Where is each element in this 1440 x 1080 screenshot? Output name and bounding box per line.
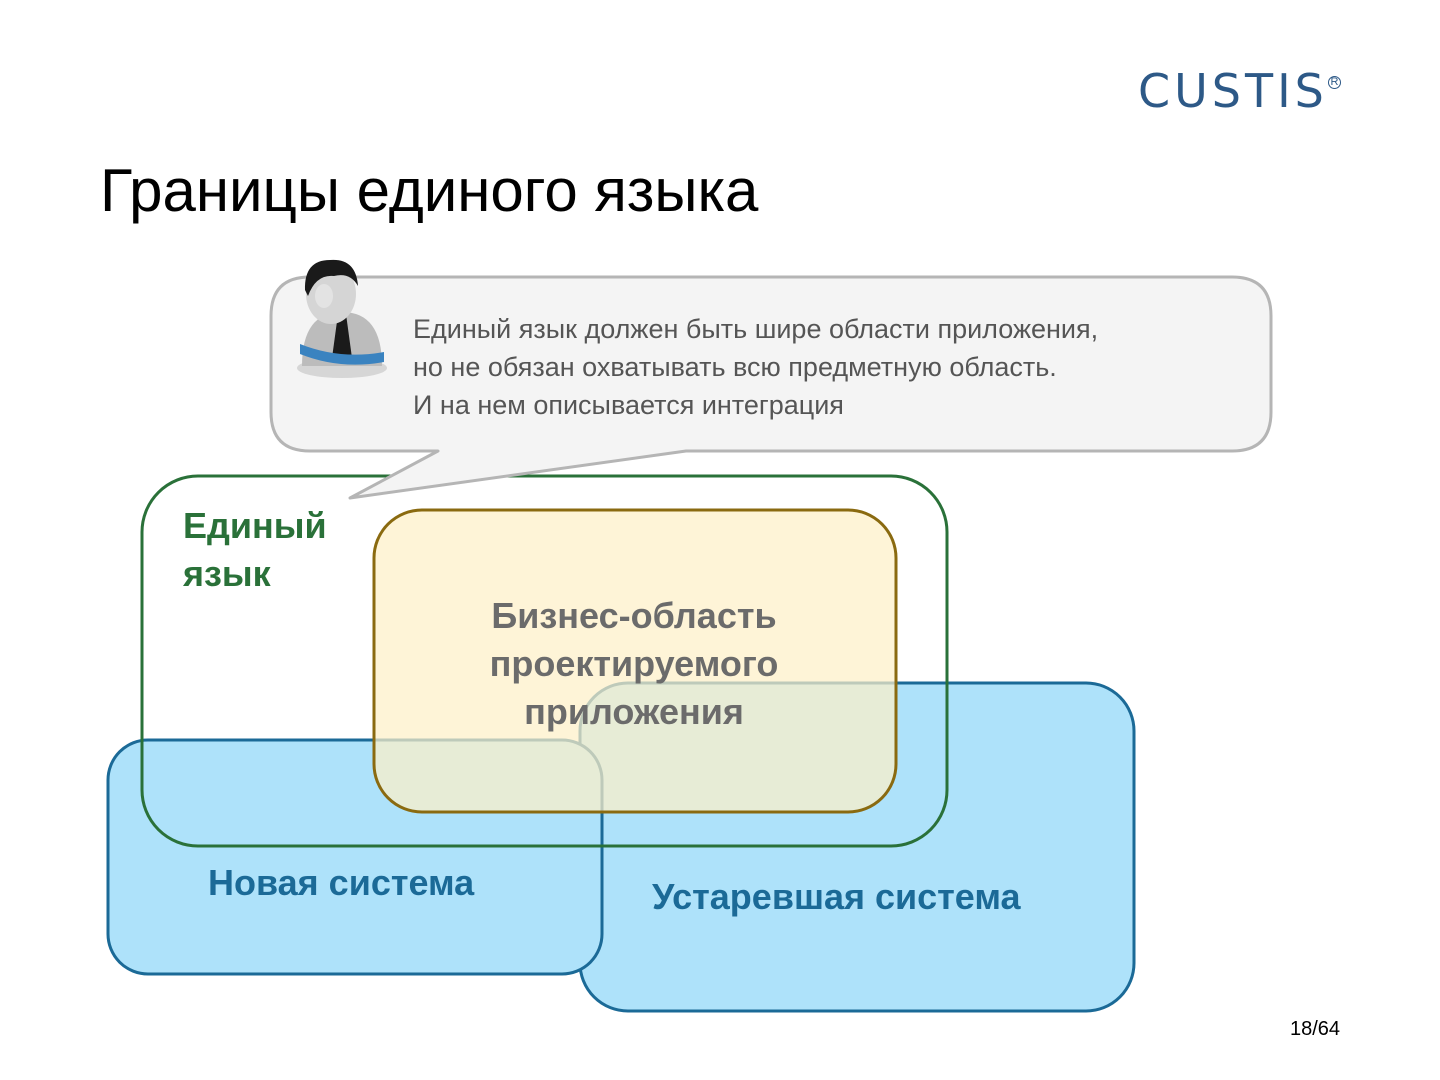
page-number: 18/64 xyxy=(1290,1018,1341,1040)
business-area-region xyxy=(372,508,898,814)
business-area-label: Бизнес-область проектируемого приложения xyxy=(434,592,834,736)
label-line: язык xyxy=(183,553,271,594)
label-line: проектируемого xyxy=(489,643,779,684)
callout-line: Единый язык должен быть шире области при… xyxy=(413,314,1099,344)
unified-language-region xyxy=(140,474,949,848)
callout-line: И на нем описывается интеграция xyxy=(413,390,844,420)
unified-language-label: Единый язык xyxy=(183,502,327,598)
legacy-system-label: Устаревшая система xyxy=(652,876,1021,917)
new-system-label: Новая система xyxy=(208,862,475,903)
slide-title: Границы единого языка xyxy=(100,157,759,224)
callout-text: Единый язык должен быть шире области при… xyxy=(413,310,1098,424)
registered-mark: R xyxy=(1328,76,1341,89)
label-line: приложения xyxy=(524,691,744,732)
callout-line: но не обязан охватывать всю предметную о… xyxy=(413,352,1057,382)
label-line: Единый xyxy=(183,505,327,546)
label-line: Бизнес-область xyxy=(491,595,777,636)
user-avatar-icon xyxy=(297,259,387,378)
custis-logo: CUSTIS xyxy=(1138,64,1328,118)
callout-bubble xyxy=(269,275,1273,500)
